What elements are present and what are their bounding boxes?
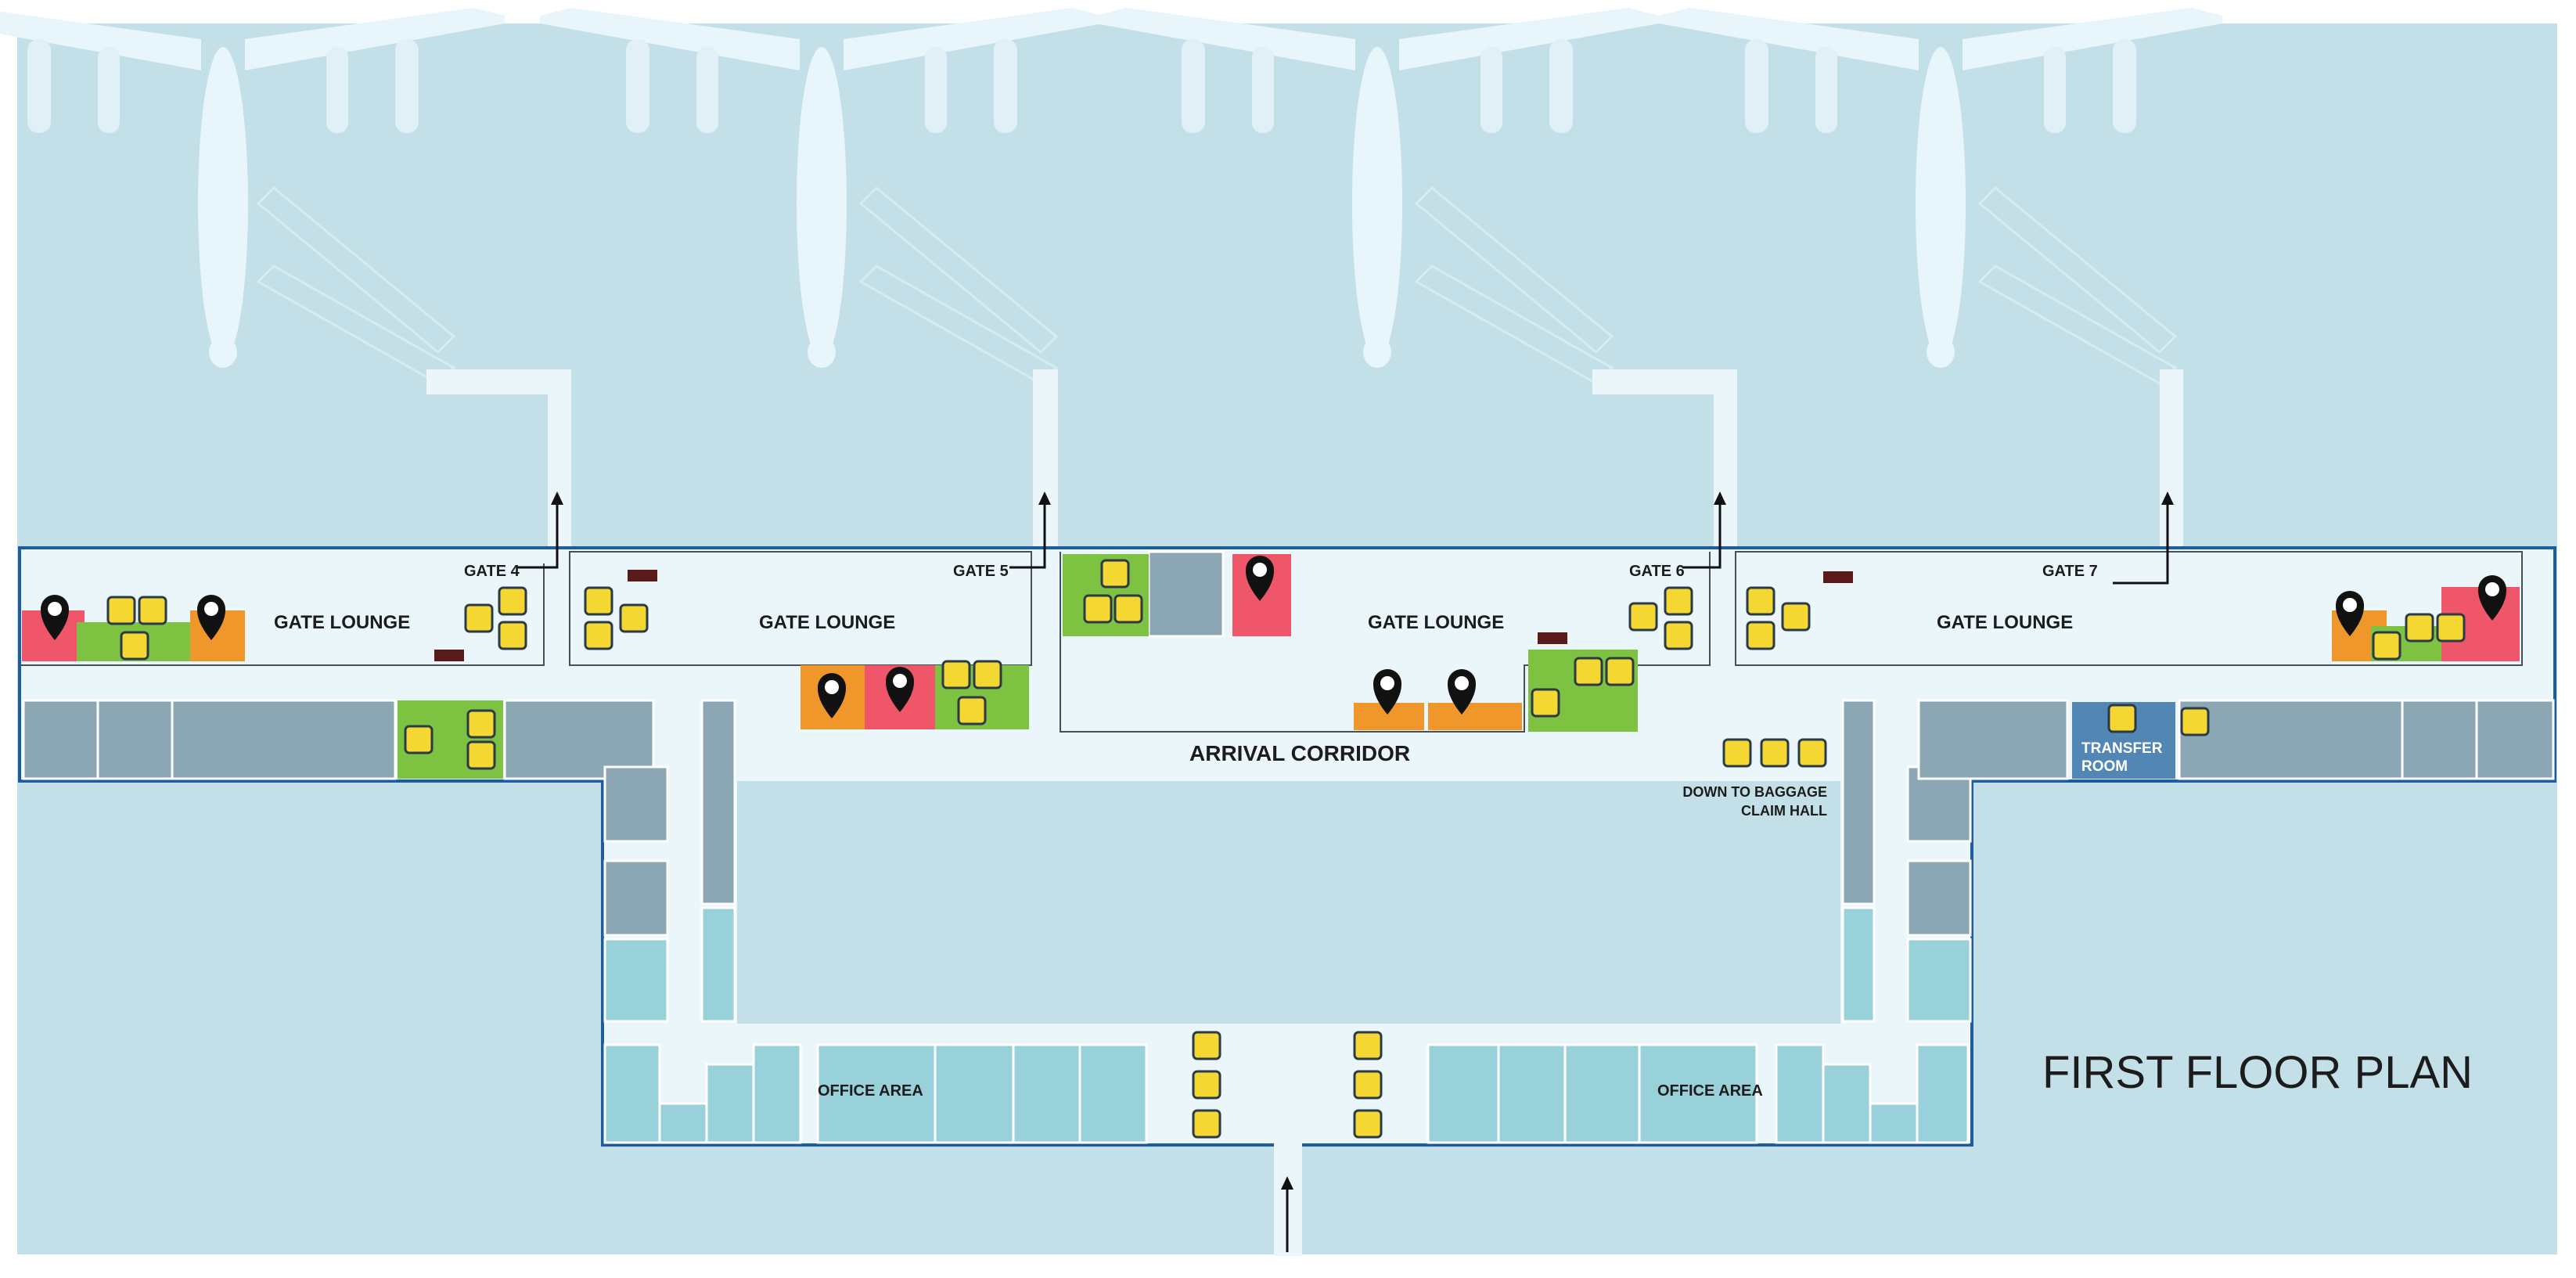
elevator-icon bbox=[498, 586, 527, 616]
wheelchair-icon bbox=[973, 660, 1002, 689]
restroom-icon bbox=[404, 725, 434, 754]
elevator-icon bbox=[1746, 586, 1775, 616]
retail-units bbox=[22, 550, 2555, 937]
transfer-room-label: TRANSFER bbox=[2081, 740, 2163, 757]
escalator-icon bbox=[584, 621, 613, 650]
elevator-icon bbox=[2180, 707, 2210, 736]
map-title: FIRST FLOOR PLAN bbox=[2042, 1047, 2473, 1098]
jet-bridges bbox=[426, 369, 2183, 557]
stairs-icon bbox=[1722, 738, 1752, 768]
gate-lounge-label: GATE LOUNGE bbox=[759, 612, 895, 633]
wheelchair-icon bbox=[466, 740, 496, 770]
office-area-label: OFFICE AREA bbox=[818, 1082, 923, 1100]
restroom-icon bbox=[2372, 631, 2402, 661]
arrival-corridor-label: ARRIVAL CORRIDOR bbox=[1189, 741, 1410, 765]
restroom-icon bbox=[2107, 704, 2137, 733]
escalator-icon bbox=[1664, 621, 1693, 650]
gate-lounge-label: GATE LOUNGE bbox=[274, 612, 410, 633]
wheelchair-icon bbox=[1083, 594, 1113, 624]
baby-change-icon bbox=[1114, 594, 1143, 624]
restroom-icon bbox=[1531, 688, 1560, 718]
stairs-icon bbox=[619, 603, 649, 633]
stairs-icon bbox=[464, 603, 494, 633]
transfer-room-label: ROOM bbox=[2081, 758, 2128, 775]
gate-6-label: GATE 6 bbox=[1629, 563, 1685, 580]
stairs-icon bbox=[1192, 1109, 1221, 1139]
escalator-icon bbox=[498, 621, 527, 650]
arrow-up-icon bbox=[551, 491, 2174, 1190]
escalator-icon bbox=[1353, 1070, 1383, 1100]
elevator-icon bbox=[1192, 1031, 1221, 1060]
wheelchair-icon bbox=[138, 596, 167, 625]
elevator-icon bbox=[1353, 1031, 1383, 1060]
baby-change-icon bbox=[106, 596, 136, 625]
restroom-icon bbox=[957, 696, 987, 725]
wheelchair-icon bbox=[2405, 613, 2434, 643]
baggage-claim-label: CLAIM HALL bbox=[1741, 803, 1827, 819]
wheelchair-icon bbox=[1574, 657, 1603, 686]
elevator-icon bbox=[1760, 738, 1790, 768]
baggage-claim-label: DOWN TO BAGGAGE bbox=[1682, 784, 1827, 800]
escalator-icon bbox=[1746, 621, 1775, 650]
gate-arrows bbox=[516, 501, 2169, 1252]
office-rooms bbox=[603, 906, 1972, 1144]
gate-lounge-label: GATE LOUNGE bbox=[1937, 612, 2073, 633]
restroom-icon bbox=[120, 631, 149, 661]
stairs-icon bbox=[1781, 602, 1811, 632]
elevator-icon bbox=[1664, 586, 1693, 616]
signage-bars bbox=[434, 570, 1853, 661]
stairs-icon bbox=[1628, 602, 1658, 632]
escalator-icon bbox=[1797, 738, 1827, 768]
escalator-icon bbox=[1192, 1070, 1221, 1100]
gate-7-label: GATE 7 bbox=[2042, 563, 2098, 580]
baby-change-icon bbox=[1605, 657, 1635, 686]
baby-change-icon bbox=[466, 709, 496, 739]
elevator-icon bbox=[584, 586, 613, 616]
restroom-icon bbox=[1100, 559, 1130, 589]
gate-4-label: GATE 4 bbox=[464, 563, 520, 580]
stairs-icon bbox=[1353, 1109, 1383, 1139]
baby-change-icon bbox=[941, 660, 971, 689]
baby-change-icon bbox=[2436, 613, 2466, 643]
gate-5-label: GATE 5 bbox=[953, 563, 1009, 580]
gate-lounge-label: GATE LOUNGE bbox=[1368, 612, 1504, 633]
inner-courtyard bbox=[737, 781, 1840, 1024]
office-area-label: OFFICE AREA bbox=[1657, 1082, 1763, 1100]
